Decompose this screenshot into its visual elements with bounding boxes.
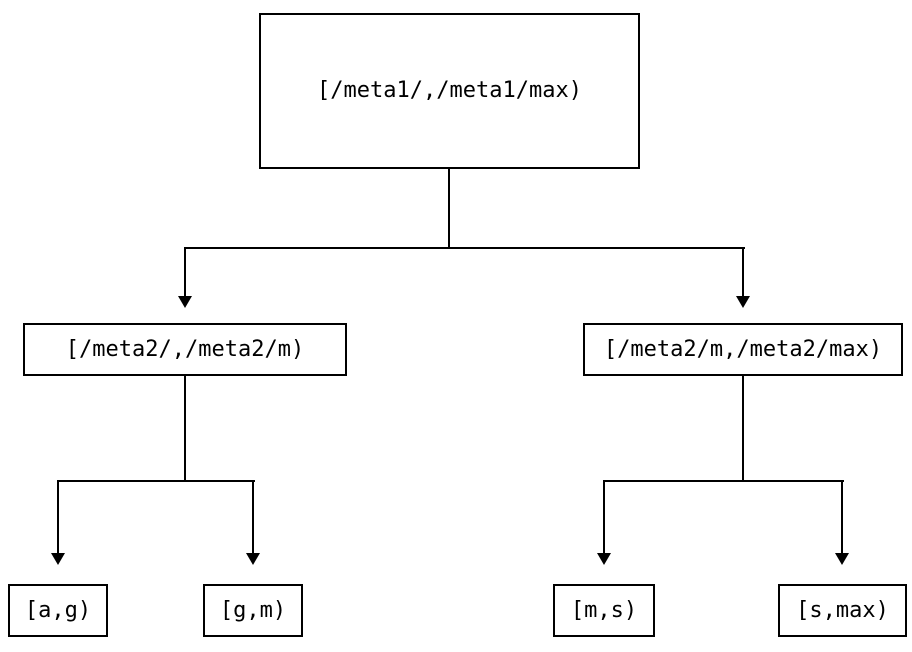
arrowhead-down-icon (178, 296, 192, 308)
connector-drop-leaf-smax (841, 480, 843, 553)
node-meta2-right-label: [/meta2/m,/meta2/max) (603, 336, 883, 362)
node-leaf-gm-label: [g,m) (219, 597, 287, 623)
arrowhead-down-icon (51, 553, 65, 565)
connector-level1-bar (184, 247, 745, 249)
connector-drop-leaf-ag (57, 480, 59, 553)
node-leaf-gm: [g,m) (203, 584, 303, 637)
arrowhead-down-icon (246, 553, 260, 565)
connector-left-branch-bar (57, 480, 255, 482)
connector-root-stem (448, 169, 450, 247)
node-meta2-left: [/meta2/,/meta2/m) (23, 323, 347, 376)
node-root-label: [/meta1/,/meta1/max) (317, 78, 582, 103)
arrowhead-down-icon (736, 296, 750, 308)
node-leaf-smax-label: [s,max) (796, 597, 889, 623)
node-leaf-ag: [a,g) (8, 584, 108, 637)
connector-drop-right (742, 247, 744, 296)
node-leaf-ms-label: [m,s) (570, 597, 638, 623)
connector-drop-leaf-gm (252, 480, 254, 553)
connector-right-branch-stem (742, 376, 744, 480)
node-root-interval: [/meta1/,/meta1/max) (259, 13, 640, 169)
node-meta2-left-label: [/meta2/,/meta2/m) (65, 336, 305, 362)
connector-drop-leaf-ms (603, 480, 605, 553)
connector-drop-left (184, 247, 186, 296)
node-leaf-ms: [m,s) (553, 584, 655, 637)
node-leaf-ag-label: [a,g) (24, 597, 92, 623)
connector-left-branch-stem (184, 376, 186, 480)
arrowhead-down-icon (835, 553, 849, 565)
connector-right-branch-bar (603, 480, 844, 482)
node-leaf-smax: [s,max) (778, 584, 907, 637)
node-meta2-right: [/meta2/m,/meta2/max) (583, 323, 903, 376)
arrowhead-down-icon (597, 553, 611, 565)
